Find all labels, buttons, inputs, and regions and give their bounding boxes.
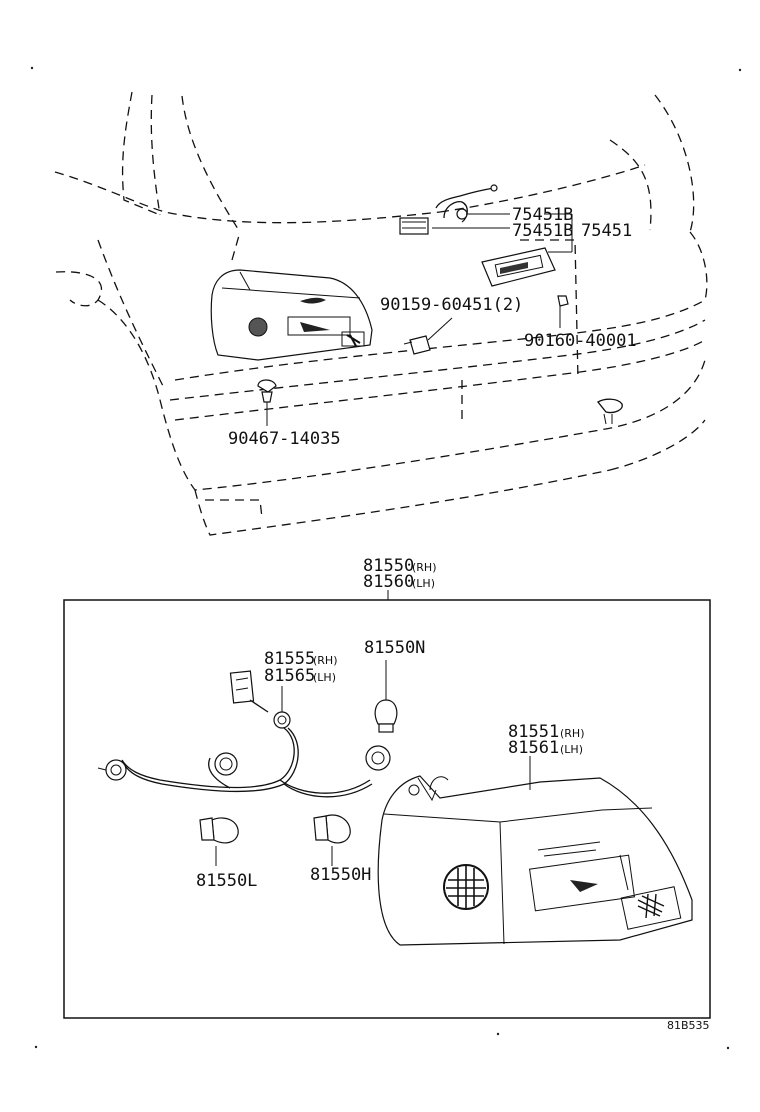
label-81561-side: (LH) [560, 743, 583, 756]
label-81550: 81550 [363, 556, 414, 576]
bulb-81550h [313, 814, 351, 866]
leader-90159 [427, 317, 453, 341]
label-81550n: 81550N [364, 638, 425, 658]
label-75451b-2: 75451B [512, 221, 573, 241]
tail-lamp-lens-81551 [377, 775, 693, 946]
scan-specks [30, 66, 742, 1050]
label-81550-side: (RH) [412, 561, 437, 574]
diagram-code: 81B535 [667, 1019, 710, 1032]
bulb-81550l [199, 817, 239, 866]
label-81551: 81551 [508, 722, 559, 742]
label-81565: 81565 [264, 666, 315, 686]
label-81560-side: (LH) [412, 577, 435, 590]
bulb-81550n [374, 660, 398, 733]
label-90467-14035: 90467-14035 [228, 429, 341, 449]
label-81561: 81561 [508, 738, 559, 758]
license-lamp-assembly [399, 184, 573, 355]
detail-frame [63, 599, 711, 1019]
upper-tail-lamp [210, 269, 373, 361]
label-81555-side: (RH) [313, 654, 338, 667]
label-81550h: 81550H [310, 865, 371, 885]
label-75451b: 75451B [512, 205, 573, 225]
label-90159-60451: 90159-60451(2) [380, 295, 523, 315]
label-81550l: 81550L [196, 871, 257, 891]
label-81551-side: (RH) [560, 727, 585, 740]
socket-wire-harness [97, 670, 391, 798]
label-75451: 75451 [581, 221, 632, 241]
label-90160-40001: 90160-40001 [524, 331, 637, 351]
clip-part [257, 379, 277, 426]
label-81565-side: (LH) [313, 671, 336, 684]
label-81560: 81560 [363, 572, 414, 592]
label-81555: 81555 [264, 649, 315, 669]
